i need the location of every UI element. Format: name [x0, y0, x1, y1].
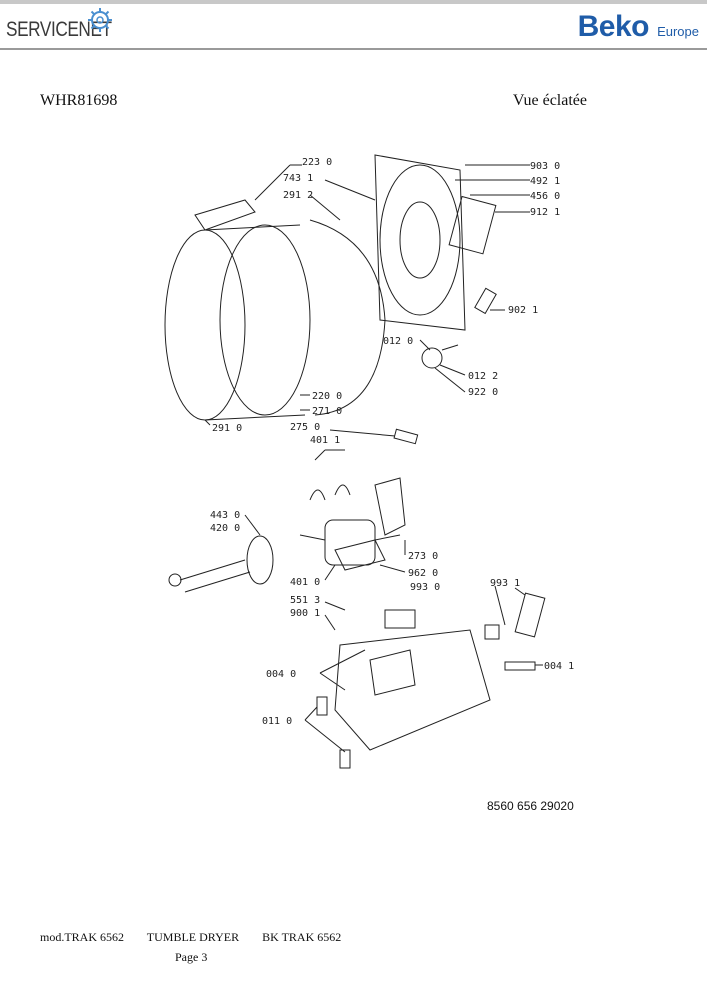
part-label: 004 1 [544, 661, 574, 672]
part-label: 993 0 [410, 582, 440, 593]
footer-model: mod.TRAK 6562 [40, 930, 124, 944]
heater-bracket [474, 287, 497, 315]
part-label: 012 0 [383, 336, 413, 347]
exploded-view-svg: 223 0 743 1 291 2 903 0 492 1 456 0 912 … [164, 154, 574, 769]
part-label: 012 2 [468, 371, 498, 382]
header-shade [0, 0, 707, 4]
capacitor [514, 592, 546, 638]
part-label: 443 0 [210, 510, 240, 521]
motor-cradle [334, 539, 386, 571]
motor-bracket [374, 477, 406, 536]
pulley-wheel [421, 347, 443, 369]
drum-front-rim [164, 229, 246, 421]
part-label: 011 0 [262, 716, 292, 727]
part-label: 743 1 [283, 173, 313, 184]
part-label: 962 0 [408, 568, 438, 579]
exploded-view-diagram: 223 0 743 1 291 2 903 0 492 1 456 0 912 … [140, 140, 574, 820]
part-label: 271 0 [312, 406, 342, 417]
part-label: 456 0 [530, 191, 560, 202]
footer: mod.TRAK 6562 TUMBLE DRYER BK TRAK 6562 [40, 930, 361, 945]
part-label: 291 2 [283, 190, 313, 201]
part-label: 420 0 [210, 523, 240, 534]
view-title: Vue éclatée [512, 92, 587, 109]
part-label: 993 1 [490, 578, 520, 589]
diagram-reference-number: 8560 656 29020 [487, 799, 574, 813]
drum-handle [194, 199, 256, 231]
part-label: 912 1 [530, 207, 560, 218]
part-label: 273 0 [408, 551, 438, 562]
footer-variant: BK TRAK 6562 [262, 930, 342, 944]
part-label: 275 0 [290, 422, 320, 433]
tension-spring [393, 428, 419, 445]
motor [324, 519, 376, 566]
part-label: 902 1 [508, 305, 538, 316]
servicenet-logo-text: SERVICENET [6, 18, 112, 41]
foot-front [316, 696, 328, 716]
part-label: 922 0 [468, 387, 498, 398]
part-label: 223 0 [302, 157, 332, 168]
drum-body [219, 224, 311, 416]
part-labels: 223 0 743 1 291 2 903 0 492 1 456 0 912 … [210, 157, 574, 727]
part-label: 401 1 [310, 435, 340, 446]
page-number: Page 3 [175, 950, 208, 964]
part-label: 291 0 [212, 423, 242, 434]
part-label: 900 1 [290, 608, 320, 619]
part-label: 401 0 [290, 577, 320, 588]
model-number: WHR81698 [40, 92, 118, 109]
base-cover [504, 661, 536, 671]
gear-icon [88, 8, 112, 32]
drum-back-seal [309, 219, 386, 416]
base-plinth [334, 629, 491, 751]
header-bar: SERVICENET Beko Europe [0, 0, 707, 50]
part-label: 220 0 [312, 391, 342, 402]
footer-product: TUMBLE DRYER [146, 930, 240, 944]
part-label: 903 0 [530, 161, 560, 172]
part-label: 551 3 [290, 595, 320, 606]
part-label: 492 1 [530, 176, 560, 187]
heater-element [448, 195, 497, 255]
part-label: 004 0 [266, 669, 296, 680]
beko-logo-europe: Europe [657, 24, 699, 39]
rear-panel [374, 154, 466, 331]
beko-logo: Beko [577, 10, 650, 43]
servicenet-logo: SERVICENET [6, 18, 112, 42]
fan-wheel [246, 535, 274, 585]
foot-rear [339, 749, 351, 769]
